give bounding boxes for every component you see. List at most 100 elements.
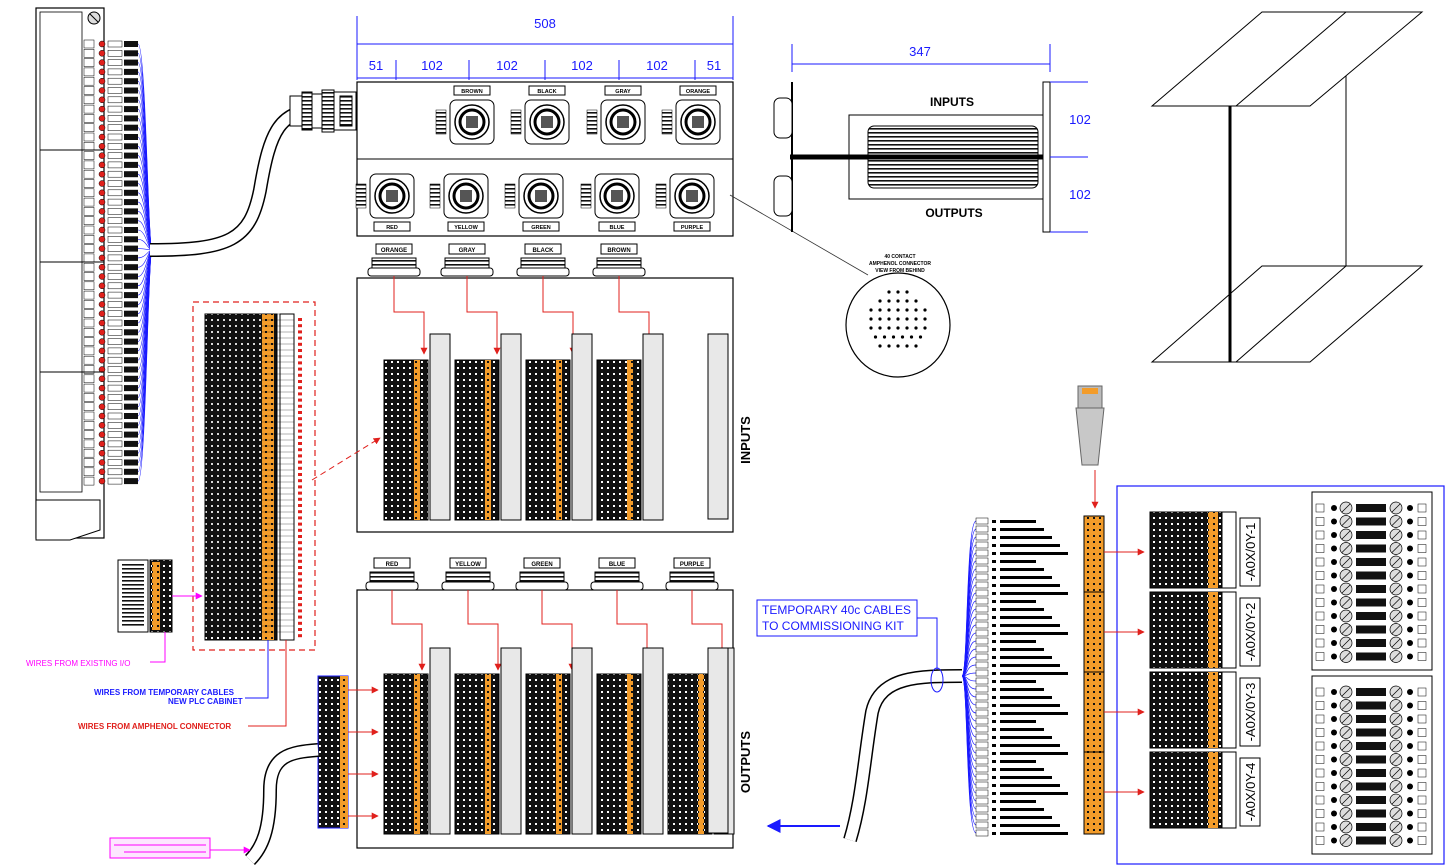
input-cabinet-connector-orange: ORANGE xyxy=(367,243,421,277)
kit-wire-list xyxy=(961,515,1105,837)
svg-text:RED: RED xyxy=(386,562,399,568)
top-connector-label-brown: BROWN xyxy=(453,85,491,96)
svg-text:BLACK: BLACK xyxy=(537,89,556,95)
svg-text:BLACK: BLACK xyxy=(533,248,555,254)
svg-text:YELLOW: YELLOW xyxy=(454,225,478,231)
output-cabinet-connector-yellow: YELLOW xyxy=(441,557,495,591)
terminal-letter-column xyxy=(205,313,302,638)
connector-pinout-detail: 40 CONTACT AMPHENOL CONNECTOR VIEW FROM … xyxy=(845,254,951,378)
label-wires-temp-1: WIRES FROM TEMPORARY CABLES xyxy=(94,688,235,697)
input-modules xyxy=(383,333,664,521)
annotation-leaders xyxy=(150,632,287,854)
top-connector-black xyxy=(510,99,570,145)
dim-seg-1: 51 xyxy=(369,58,383,73)
output-cable xyxy=(244,675,379,865)
connector-panel: BROWN BLACK GRAY ORANGE RED YELLOW GREEN BLUE P… xyxy=(355,81,734,237)
label-wires-temp-2: NEW PLC CABINET xyxy=(168,697,243,706)
output-cabinet-connector-red: RED xyxy=(365,557,419,591)
output-module-3 xyxy=(525,647,593,835)
kit-cable xyxy=(766,667,963,843)
pinout-title-3: VIEW FROM BEHIND xyxy=(875,268,925,274)
input-cabinet-connector-brown: BROWN xyxy=(592,243,646,277)
svg-text:PURPLE: PURPLE xyxy=(680,562,704,568)
top-connector-gray xyxy=(586,99,646,145)
output-module-2 xyxy=(454,647,522,835)
svg-text:-A0X/0Y-3: -A0X/0Y-3 xyxy=(1243,683,1258,742)
amphenol-plug xyxy=(289,89,357,133)
rack-terminals xyxy=(40,39,138,486)
svg-text:-A0X/0Y-2: -A0X/0Y-2 xyxy=(1243,603,1258,662)
module-label-2: -A0X/0Y-2 xyxy=(1239,597,1261,667)
kit-module-1 xyxy=(1149,511,1237,589)
top-connector-label-orange: ORANGE xyxy=(679,85,717,96)
svg-text:-A0X/0Y-1: -A0X/0Y-1 xyxy=(1243,523,1258,582)
inputs-vertical-label: INPUTS xyxy=(738,416,753,464)
top-connector-label-gray: GRAY xyxy=(604,85,642,96)
svg-text:ORANGE: ORANGE xyxy=(686,89,710,95)
svg-text:-A0X/0Y-4: -A0X/0Y-4 xyxy=(1243,763,1258,822)
commissioning-kit-frame: -A0X/0Y-1 -A0X/0Y-2 -A0X/0Y-3 -A0X/0Y-4 xyxy=(1104,485,1445,865)
dim-seg-6: 51 xyxy=(707,58,721,73)
svg-text:ORANGE: ORANGE xyxy=(381,248,407,254)
dim-height-1: 102 xyxy=(1069,112,1091,127)
svg-text:BLUE: BLUE xyxy=(609,562,625,568)
module-label-1: -A0X/0Y-1 xyxy=(1239,517,1261,587)
temp-cables-line-2: TO COMMISSIONING KIT xyxy=(762,619,904,633)
output-modules xyxy=(383,647,735,835)
module-label-3: -A0X/0Y-3 xyxy=(1239,677,1261,747)
kit-module-3 xyxy=(1149,671,1237,749)
module-labels: -A0X/0Y-1 -A0X/0Y-2 -A0X/0Y-3 -A0X/0Y-4 xyxy=(1239,517,1261,827)
input-cabinet-connector-gray: GRAY xyxy=(440,243,494,277)
rack-cable xyxy=(149,89,357,257)
pinout-title-1: 40 CONTACT xyxy=(884,254,915,260)
dim-total: 508 xyxy=(534,16,556,31)
dim-seg-5: 102 xyxy=(646,58,668,73)
rack-wire-fan xyxy=(137,43,153,482)
bottom-connector-label-red: RED xyxy=(373,221,411,232)
bottom-connector-label-green: GREEN xyxy=(522,221,560,232)
svg-text:GREEN: GREEN xyxy=(531,562,552,568)
top-connector-orange xyxy=(661,99,721,145)
kit-module-2 xyxy=(1149,591,1237,669)
input-cabinet-connectors: ORANGE GRAY BLACK BROWN xyxy=(367,243,653,355)
output-cabinet-connector-blue: BLUE xyxy=(590,557,644,591)
top-connector-brown xyxy=(435,99,495,145)
input-module-3 xyxy=(525,333,593,521)
bottom-connector-label-purple: PURPLE xyxy=(673,221,711,232)
kit-module-4 xyxy=(1149,751,1237,829)
svg-text:RED: RED xyxy=(386,225,398,231)
top-connector-row: BROWN BLACK GRAY ORANGE xyxy=(435,85,721,145)
bottom-connector-yellow xyxy=(429,173,489,219)
bottom-connector-purple xyxy=(655,173,715,219)
terminal-strip-detail xyxy=(192,301,381,651)
existing-io-block xyxy=(117,559,203,633)
output-cabinet-connectors: RED YELLOW GREEN BLUE PURPLE xyxy=(365,557,726,671)
temporary-cable-label: TEMPORARY 40c CABLES TO COMMISSIONING KI… xyxy=(756,599,938,672)
io-card-1 xyxy=(1311,491,1433,671)
bottom-connector-green xyxy=(504,173,564,219)
pinout-title-2: AMPHENOL CONNECTOR xyxy=(869,261,931,267)
svg-text:GRAY: GRAY xyxy=(615,89,631,95)
svg-text:GREEN: GREEN xyxy=(531,225,551,231)
bottom-connector-label-blue: BLUE xyxy=(598,221,636,232)
dim-seg-4: 102 xyxy=(571,58,593,73)
dim-seg-3: 102 xyxy=(496,58,518,73)
svg-text:PURPLE: PURPLE xyxy=(681,225,704,231)
magenta-note-box xyxy=(109,837,211,859)
kit-terminal-modules xyxy=(1104,511,1237,829)
input-module-4 xyxy=(596,333,664,521)
svg-text:YELLOW: YELLOW xyxy=(455,562,481,568)
side-outputs-label: OUTPUTS xyxy=(925,206,982,220)
bottom-connector-blue xyxy=(580,173,640,219)
i-beam-mounting xyxy=(1150,11,1424,363)
module-label-4: -A0X/0Y-4 xyxy=(1239,757,1261,827)
plug-connector-icon xyxy=(1075,385,1105,509)
bottom-connector-red xyxy=(355,173,415,219)
input-cabinet-connector-black: BLACK xyxy=(516,243,570,277)
top-connector-label-black: BLACK xyxy=(528,85,566,96)
io-card-2 xyxy=(1311,675,1433,855)
plc-rack xyxy=(35,7,153,541)
svg-text:GRAY: GRAY xyxy=(459,248,476,254)
side-view: 347 102 102 INPUTS OUTPUTS xyxy=(773,44,1091,233)
